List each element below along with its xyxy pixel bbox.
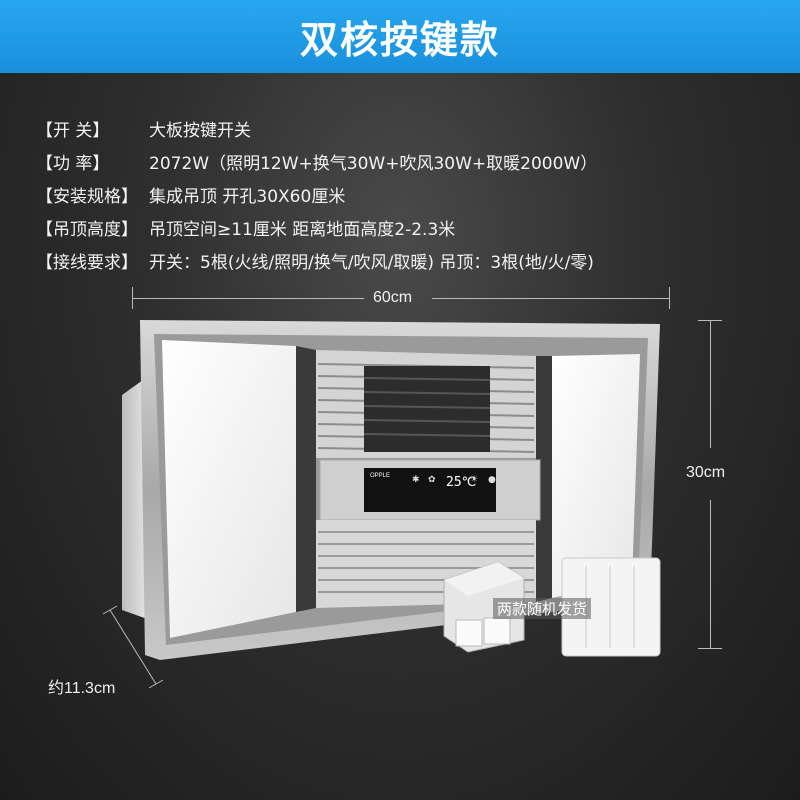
- spec-row-ceiling: 【吊顶高度】 吊顶空间≥11厘米 距离地面高度2-2.3米: [36, 211, 597, 244]
- spec-label: 【安装规格】: [36, 187, 138, 207]
- spec-row-install: 【安装规格】 集成吊顶 开孔30X60厘米: [36, 178, 597, 211]
- width-tick-left: [132, 287, 133, 309]
- spec-row-switch: 【开 关】 大板按键开关: [36, 112, 597, 145]
- random-shipping-note: 两款随机发货: [493, 598, 592, 619]
- bath-heater-image: [122, 320, 660, 660]
- sun-icon: ☀: [470, 475, 479, 485]
- spec-value: 吊顶空间≥11厘米 距离地面高度2-2.3米: [149, 220, 456, 240]
- spec-label: 【接线要求】: [36, 253, 138, 273]
- spec-value: 开关：5根(火线/照明/换气/吹风/取暖) 吊顶：3根(地/火/零): [149, 253, 594, 273]
- spec-value: 2072W（照明12W+换气30W+吹风30W+取暖2000W）: [149, 154, 598, 174]
- spec-value: 集成吊顶 开孔30X60厘米: [149, 187, 346, 207]
- spec-value: 大板按键开关: [149, 121, 251, 141]
- page-title: 双核按键款: [299, 18, 500, 62]
- title-banner: 双核按键款: [0, 0, 800, 73]
- temperature-display: 25℃: [446, 475, 477, 490]
- spec-list: 【开 关】 大板按键开关 【功 率】 2072W（照明12W+换气30W+吹风3…: [36, 112, 597, 277]
- spec-row-wiring: 【接线要求】 开关：5根(火线/照明/换气/吹风/取暖) 吊顶：3根(地/火/零…: [36, 244, 597, 277]
- depth-dimension-line: [102, 605, 164, 689]
- spec-label: 【功 率】: [36, 154, 110, 174]
- fan-icon: ✿: [428, 475, 436, 485]
- spec-label: 【开 关】: [36, 121, 110, 141]
- depth-label: 约11.3cm: [48, 680, 116, 697]
- spec-row-power: 【功 率】 2072W（照明12W+换气30W+吹风30W+取暖2000W）: [36, 145, 597, 178]
- drop-icon: ●: [488, 475, 496, 485]
- width-dimension-line-left: [132, 298, 364, 299]
- height-dimension-line-bottom: [710, 500, 711, 648]
- height-tick-bottom: [698, 648, 722, 649]
- width-dimension-line-right: [432, 298, 670, 299]
- height-dimension-line-top: [710, 320, 711, 448]
- spec-label: 【吊顶高度】: [36, 220, 138, 240]
- wall-switch-small: [443, 561, 525, 653]
- height-tick-top: [698, 320, 722, 321]
- snowflake-icon: ✱: [412, 475, 420, 485]
- brand-logo: OPPLE: [370, 473, 391, 479]
- width-tick-right: [669, 287, 670, 309]
- height-label: 30cm: [686, 464, 726, 481]
- width-label: 60cm: [373, 289, 413, 306]
